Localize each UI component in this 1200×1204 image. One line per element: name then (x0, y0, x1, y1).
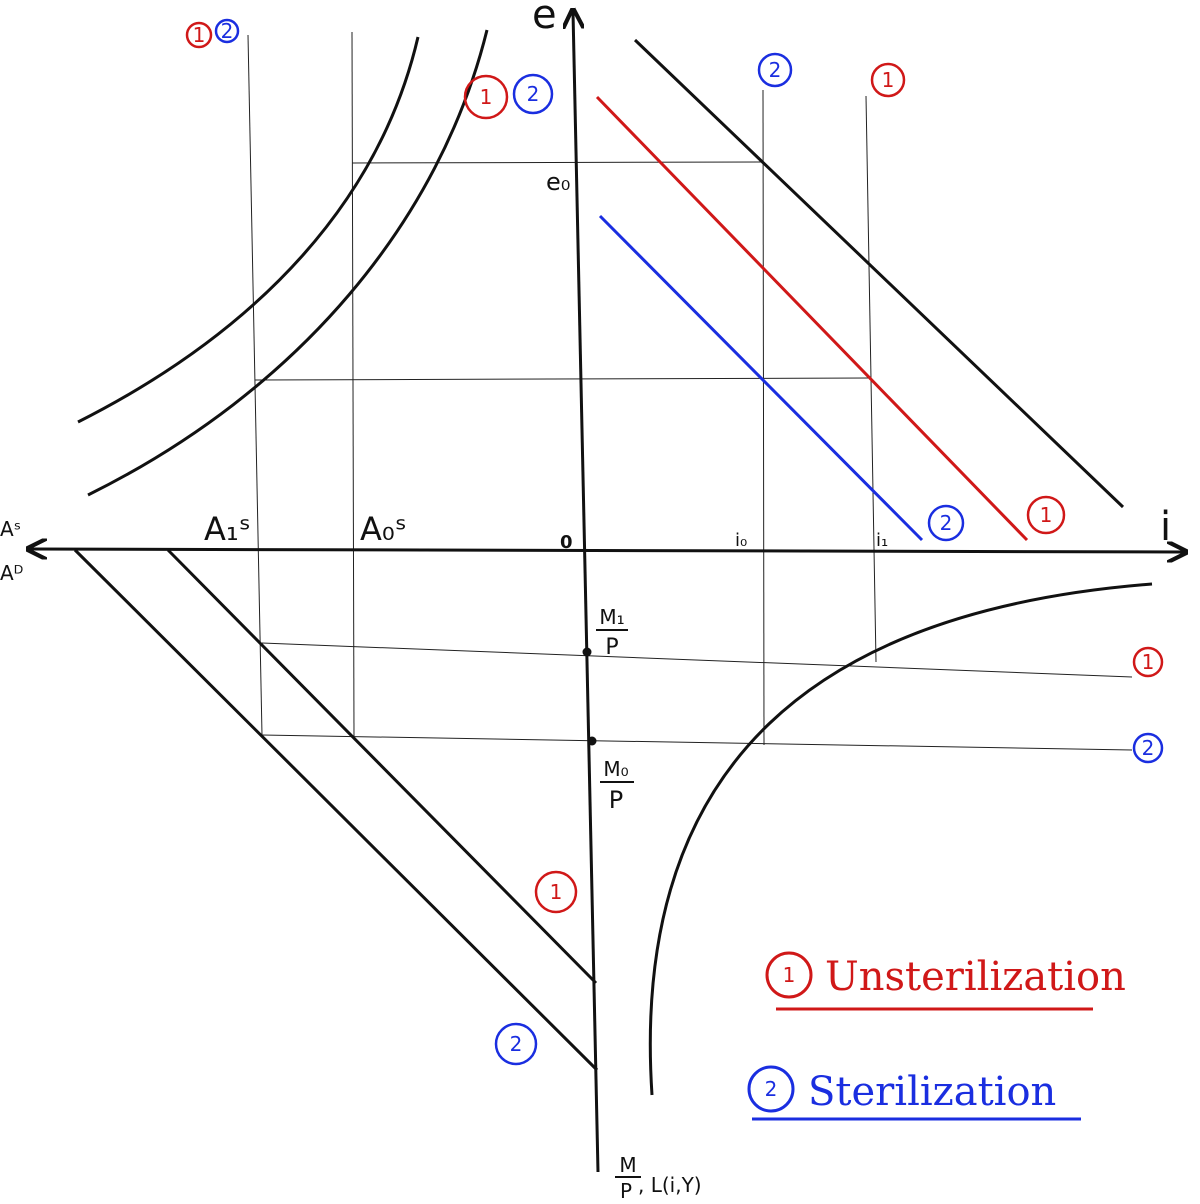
unsterilization-parity-line (595, 95, 1029, 542)
asset-demand-line-2 (73, 548, 599, 1072)
i0-label: i₀ (735, 530, 747, 551)
svg-text:2: 2 (1142, 736, 1155, 760)
guide-vertical-a1s (247, 34, 263, 736)
svg-text:2: 2 (527, 82, 540, 106)
blue-marker-m0: 2 (1132, 732, 1164, 764)
legend-unsterilization: 1 Unsterilization (765, 951, 1126, 1011)
m1-denominator: P (605, 635, 618, 660)
asset-demand-line-1 (166, 548, 598, 985)
asset-supply-curve-0 (87, 29, 489, 497)
red-marker-m1: 1 (1132, 646, 1164, 678)
axes (30, 12, 1184, 1173)
red-marker-top-center: 1 (463, 74, 509, 120)
guide-vertical-i0 (762, 89, 765, 746)
guide-vertical-a0s (351, 31, 355, 739)
blue-marker-line-2: 2 (494, 1022, 538, 1066)
legend-unsterilization-label: Unsterilization (825, 954, 1126, 1000)
blue-marker-top-center: 2 (512, 73, 554, 115)
guide-horizontal-e1 (254, 377, 871, 381)
bottom-denominator: P (620, 1179, 632, 1203)
guide-horizontal-m1 (261, 642, 1133, 678)
e-axis-label: e (532, 0, 557, 38)
i-axis-label: i (1160, 504, 1171, 550)
red-marker-i1: 1 (870, 62, 906, 98)
svg-text:1: 1 (480, 85, 493, 109)
legend-sterilization: 2 Sterilization (747, 1065, 1081, 1121)
svg-text:2: 2 (765, 1077, 778, 1101)
i1-label: i₁ (876, 530, 888, 551)
blue-marker-top-left: 2 (214, 18, 240, 44)
e0-label: e₀ (546, 168, 570, 196)
svg-text:1: 1 (783, 963, 796, 987)
vertical-axis (573, 12, 600, 1173)
m1-point (582, 647, 592, 657)
svg-text:1: 1 (882, 68, 895, 92)
svg-text:1: 1 (1040, 503, 1053, 527)
bottom-numerator: M (619, 1153, 636, 1177)
origin-label: 0 (560, 532, 573, 553)
guide-horizontal-m0 (261, 734, 1133, 751)
m1-numerator: M₁ (599, 605, 624, 629)
black-parity-line (633, 38, 1125, 509)
guide-lines (247, 31, 1133, 751)
guide-horizontal-e0 (351, 161, 764, 164)
legend: 1 Unsterilization 2 Sterilization (747, 951, 1126, 1121)
red-marker-red-line: 1 (1026, 495, 1066, 535)
a1s-label: A₁ˢ (204, 510, 251, 548)
axis-labels: e e₀ 0 i i₀ i₁ Aˢ Aᴰ A₁ˢ A₀ˢ M₁ P M₀ P M… (0, 0, 1171, 1203)
red-marker-line-1: 1 (534, 870, 578, 914)
ad-axis-label: Aᴰ (0, 561, 23, 585)
legend-sterilization-label: Sterilization (808, 1069, 1056, 1115)
svg-text:1: 1 (550, 880, 563, 904)
svg-text:2: 2 (510, 1032, 523, 1056)
svg-text:2: 2 (769, 58, 782, 82)
blue-marker-i0: 2 (757, 52, 793, 88)
svg-text:1: 1 (193, 23, 206, 47)
m0-point (587, 736, 597, 746)
sterilization-parity-line (598, 214, 924, 542)
svg-text:2: 2 (940, 511, 953, 535)
red-marker-top-left: 1 (185, 21, 213, 49)
as-axis-label: Aˢ (0, 517, 21, 541)
horizontal-axis (30, 549, 1184, 552)
blue-marker-blue-line: 2 (927, 504, 965, 542)
asset-supply-curve-1 (77, 36, 420, 424)
m0-numerator: M₀ (603, 757, 628, 781)
svg-text:1: 1 (1142, 650, 1155, 674)
a0s-label: A₀ˢ (360, 510, 407, 548)
money-demand-curve (648, 582, 1153, 1096)
svg-text:2: 2 (221, 19, 234, 43)
m0-denominator: P (609, 786, 623, 814)
bottom-axis-suffix: , L(i,Y) (638, 1173, 702, 1197)
black-curves (73, 29, 1153, 1096)
